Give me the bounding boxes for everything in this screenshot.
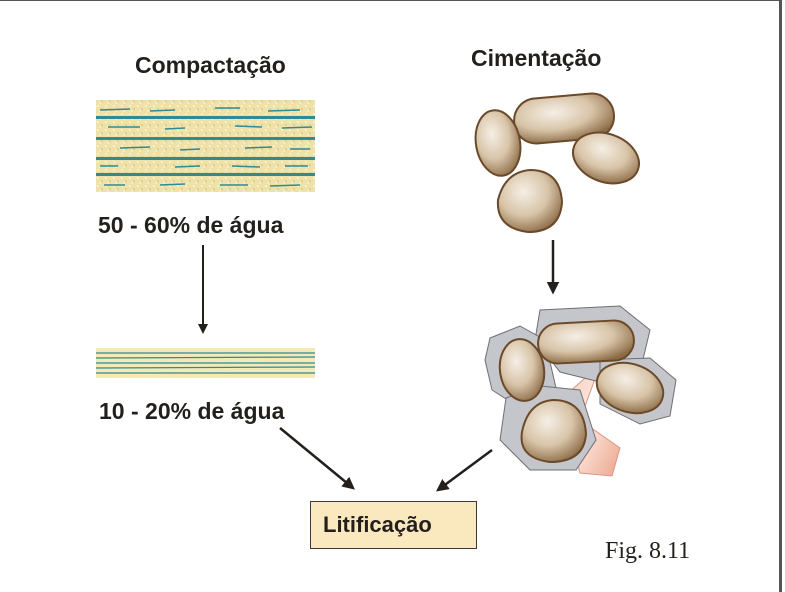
water-before-label: 50 - 60% de água [98,212,284,238]
compaction-title: Compactação [135,52,286,78]
lithification-box: Litificação [310,501,477,549]
cementation-title: Cimentação [471,45,602,71]
figure-caption: Fig. 8.11 [605,538,691,564]
cemented-grains [484,305,677,477]
uncompacted-sediment [96,100,315,192]
arrow-to-lithification-right [435,448,493,492]
compacted-sediment [95,348,316,378]
lithification-label: Litificação [323,512,432,537]
water-after-label: 10 - 20% de água [99,398,285,424]
loose-grains [474,92,640,234]
arrow-to-lithification-left [279,427,355,490]
